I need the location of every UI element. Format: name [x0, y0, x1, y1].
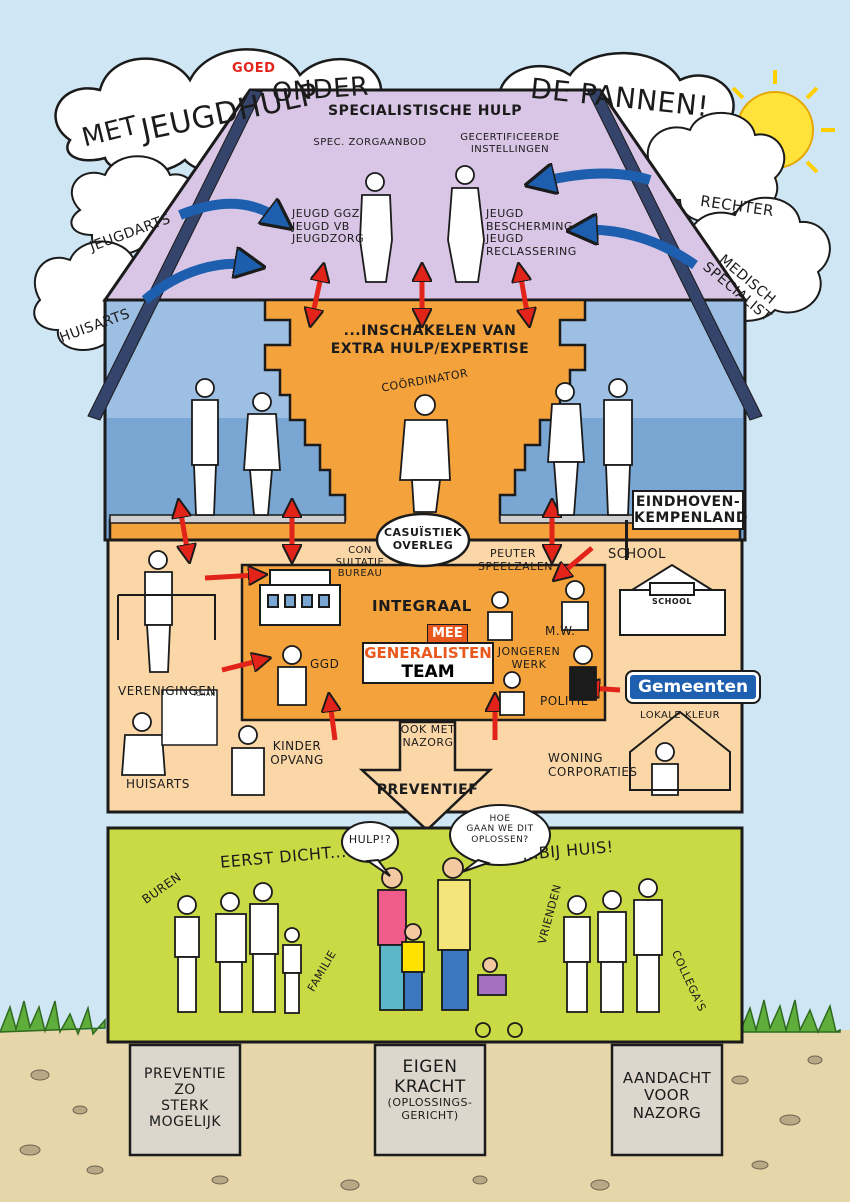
roof-left-item: Jeugd VB: [292, 219, 350, 233]
roof-left-item: Jeugd GGZ: [292, 207, 360, 220]
hoe-line: gaan we dit: [466, 824, 534, 835]
foundation-line: Eigen: [402, 1057, 458, 1077]
foundation-mid-text: Eigen kracht (oplossings- gericht): [375, 1057, 485, 1122]
middle-line1: ...Inschakelen van: [343, 323, 517, 339]
foundation-line: mogelijk: [148, 1114, 222, 1131]
foundation-line: Preventie: [144, 1066, 226, 1082]
school-sign: School: [652, 597, 693, 606]
foundation-right-text: Aandacht voor nazorg: [612, 1069, 722, 1122]
roof-right-item: Reclassering: [486, 244, 577, 258]
title-insert-goed: goed: [232, 61, 276, 76]
consultatie-line: sultatie: [335, 556, 385, 568]
roof-right-sub: Gecertificeerde instellingen: [460, 132, 560, 155]
region-line: Kempenland: [634, 510, 748, 527]
label-casuistiek: Casuïstiek overleg: [380, 526, 466, 552]
chart-sign: Ichan: [194, 691, 216, 698]
label-mw: M.W.: [545, 624, 576, 638]
roof-right-item: Bescherming: [486, 219, 574, 233]
blue-arrows: [141, 174, 698, 304]
roof-right-item: Jeugd: [486, 232, 524, 246]
bubble-hoe: [449, 804, 551, 866]
ook-met-line: Ook met: [400, 723, 456, 736]
pebbles: [19, 1055, 823, 1191]
grass-right: [738, 999, 841, 1034]
roof-heading: Specialistische hulp: [328, 103, 522, 119]
jongeren-line: Jongeren: [497, 645, 561, 658]
foundation-line: Aandacht: [622, 1069, 712, 1087]
label-ook-met: Ook met nazorg: [393, 723, 463, 749]
hoe-line: Hoe: [489, 814, 511, 824]
label-huisarts: Huisarts: [126, 777, 190, 791]
label-politie: Politie: [540, 694, 589, 708]
consultatie-building: [259, 569, 341, 626]
foundation-line: zo: [174, 1082, 196, 1099]
football-goal: [117, 594, 216, 640]
hoe-line: oplossen?: [471, 834, 529, 845]
foundation-left: [128, 1043, 242, 1157]
casuistiek-line: overleg: [392, 538, 454, 552]
label-woning: Woning corporaties: [548, 751, 638, 780]
woning-line: corporaties: [548, 764, 638, 779]
casuistiek-line: Casuïstiek: [383, 526, 463, 539]
foundation-line: gericht): [401, 1108, 459, 1122]
ook-met-line: nazorg: [402, 735, 454, 749]
preventief-arrow: [358, 720, 494, 832]
label-preventief: Preventief: [376, 782, 479, 798]
label-lokale-kleur: Lokale kleur: [640, 710, 721, 721]
casuistiek-oval: [375, 512, 471, 568]
label-peuter: Peuter speelzalen: [478, 547, 554, 573]
peuter-line: Peuter: [490, 547, 536, 560]
medical-chart: [161, 689, 218, 746]
region-sign: Eindhoven- Kempenland: [632, 490, 748, 531]
bubble-hoe-text: Hoe gaan we dit oplossen?: [455, 814, 545, 845]
house-outline: [629, 710, 731, 791]
roof-left-list: Jeugd GGZ Jeugd VB Jeugdzorg: [292, 207, 365, 246]
region-line: Eindhoven-: [635, 494, 741, 510]
kinderopvang-line: opvang: [270, 752, 324, 767]
label-consultatie: Con sultatie bureau: [330, 545, 390, 580]
school-building: [619, 563, 726, 636]
roof-left-sub: Spec. zorgaanbod: [313, 137, 427, 148]
foundation-line: kracht: [394, 1076, 466, 1097]
bubble-hulp-text: Hulp!?: [348, 833, 392, 846]
foundation-right: [610, 1043, 724, 1157]
foundation-line: voor: [643, 1086, 691, 1105]
label-verenigingen: Verenigingen: [118, 684, 216, 698]
label-jongeren: Jongeren werk: [494, 645, 564, 671]
label-integraal: Integraal: [372, 597, 472, 615]
generalisten-team-sign: Generalisten Team: [362, 642, 494, 684]
roof-right-item: Jeugd: [486, 207, 524, 220]
middle-line2: extra hulp/expertise: [330, 341, 530, 357]
foundation-line: (oplossings-: [387, 1096, 473, 1110]
red-arrows: [180, 272, 621, 741]
label-kinderopvang: Kinder opvang: [262, 739, 332, 768]
roof-right-list: Jeugd Bescherming Jeugd Reclassering: [486, 207, 577, 259]
gemeenten-sign: Gemeenten: [624, 670, 762, 704]
jongeren-line: werk: [511, 657, 547, 671]
basement-people: [174, 857, 663, 1038]
woning-line: Woning: [548, 751, 604, 765]
consultatie-line: bureau: [337, 568, 383, 579]
mee-logo: MEE: [427, 624, 468, 643]
label-school: School: [608, 547, 666, 562]
people: [121, 165, 679, 796]
label-ggd: GGD: [310, 657, 340, 671]
roof-left-item: Jeugdzorg: [292, 232, 365, 246]
generalisten-label: Generalisten: [364, 644, 492, 662]
foundation-left-text: Preventie zo sterk mogelijk: [130, 1066, 240, 1130]
team-label: Team: [401, 662, 455, 682]
kinderopvang-line: Kinder: [272, 739, 322, 753]
foundation-mid: [373, 1043, 487, 1157]
peuter-line: speelzalen: [478, 559, 554, 573]
grass-left: [0, 1000, 106, 1037]
foundation-line: nazorg: [632, 1103, 702, 1122]
foundation-line: sterk: [161, 1098, 209, 1115]
consultatie-line: Con: [348, 545, 372, 556]
